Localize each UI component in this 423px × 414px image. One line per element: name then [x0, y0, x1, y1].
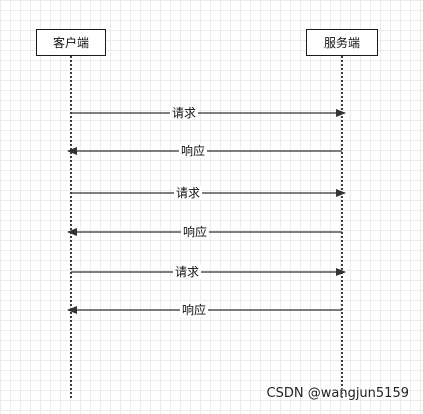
watermark: CSDN @wangjun5159	[266, 386, 409, 401]
participant-server: 服务端	[306, 29, 378, 56]
participant-client: 客户端	[36, 29, 106, 56]
message-label-3: 请求	[173, 186, 203, 200]
message-label-2: 响应	[178, 144, 208, 158]
message-label-6: 响应	[179, 303, 209, 317]
message-label-4: 响应	[180, 225, 210, 239]
message-label-1: 请求	[169, 106, 199, 120]
message-label-5: 请求	[172, 265, 202, 279]
participant-client-label: 客户端	[52, 36, 89, 50]
participant-server-label: 服务端	[323, 36, 360, 50]
